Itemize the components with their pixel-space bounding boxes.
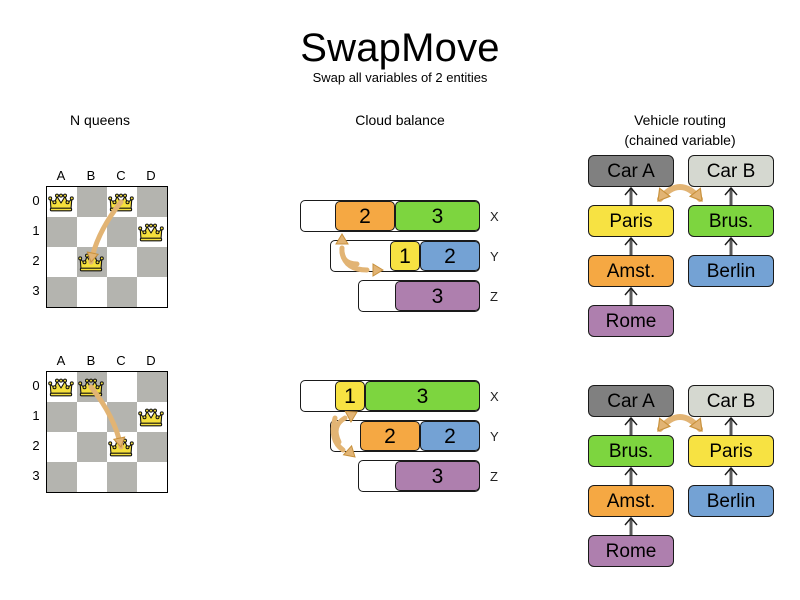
vrp-heading-line1: Vehicle routing [634, 112, 726, 128]
process-block[interactable]: 2 [360, 421, 420, 451]
chessboard[interactable] [46, 371, 168, 493]
visit-node[interactable]: Amst. [588, 255, 674, 287]
process-block[interactable]: 3 [395, 201, 480, 231]
visit-node[interactable]: Rome [588, 535, 674, 567]
visit-node[interactable]: Berlin [688, 255, 774, 287]
visit-node[interactable]: Paris [688, 435, 774, 467]
process-block[interactable]: 3 [395, 281, 480, 311]
section-heading-nqueens: N queens [70, 112, 130, 128]
computer-label-Z: Z [490, 289, 498, 304]
board-square[interactable] [77, 277, 107, 307]
board-square[interactable] [107, 462, 137, 492]
board-row-label-0: 0 [32, 378, 40, 393]
board-square[interactable] [107, 217, 137, 247]
visit-node[interactable]: Berlin [688, 485, 774, 517]
computer-label-X: X [490, 209, 499, 224]
board-square[interactable] [47, 372, 77, 402]
computer-label-Z: Z [490, 469, 498, 484]
computer-label-Y: Y [490, 429, 499, 444]
page-title: SwapMove [300, 26, 500, 70]
visit-node[interactable]: Rome [588, 305, 674, 337]
board-square[interactable] [47, 402, 77, 432]
board-square[interactable] [47, 217, 77, 247]
board-square[interactable] [137, 277, 167, 307]
process-block[interactable]: 2 [420, 241, 480, 271]
computer-label-X: X [490, 389, 499, 404]
board-column-label-C: C [116, 353, 126, 368]
board-column-label-B: B [86, 168, 96, 183]
board-square[interactable] [77, 372, 107, 402]
board-square[interactable] [137, 187, 167, 217]
board-square[interactable] [47, 462, 77, 492]
visit-node[interactable]: Brus. [588, 435, 674, 467]
visit-node[interactable]: Amst. [588, 485, 674, 517]
board-square[interactable] [77, 462, 107, 492]
board-column-label-C: C [116, 168, 126, 183]
process-block[interactable]: 1 [335, 381, 365, 411]
process-block[interactable]: 2 [335, 201, 395, 231]
board-square[interactable] [137, 402, 167, 432]
board-row-label-0: 0 [32, 193, 40, 208]
board-column-label-A: A [56, 168, 66, 183]
vrp-heading-line2: (chained variable) [624, 132, 736, 148]
vehicle-node[interactable]: Car B [688, 155, 774, 187]
board-square[interactable] [107, 402, 137, 432]
chessboard[interactable] [46, 186, 168, 308]
board-square[interactable] [77, 217, 107, 247]
vehicle-node[interactable]: Car B [688, 385, 774, 417]
board-square[interactable] [107, 247, 137, 277]
board-square[interactable] [77, 247, 107, 277]
board-square[interactable] [107, 187, 137, 217]
board-row-label-3: 3 [32, 468, 40, 483]
board-column-label-D: D [146, 168, 156, 183]
vehicle-node[interactable]: Car A [588, 385, 674, 417]
board-square[interactable] [47, 277, 77, 307]
board-square[interactable] [137, 372, 167, 402]
board-square[interactable] [107, 277, 137, 307]
board-square[interactable] [137, 217, 167, 247]
board-square[interactable] [47, 432, 77, 462]
board-row-label-2: 2 [32, 253, 40, 268]
section-heading-cloud-balance: Cloud balance [355, 112, 445, 128]
board-square[interactable] [107, 432, 137, 462]
board-square[interactable] [47, 187, 77, 217]
board-row-label-1: 1 [32, 223, 40, 238]
board-square[interactable] [77, 402, 107, 432]
board-square[interactable] [107, 372, 137, 402]
process-block[interactable]: 3 [365, 381, 480, 411]
vehicle-node[interactable]: Car A [588, 155, 674, 187]
board-square[interactable] [77, 432, 107, 462]
board-row-label-3: 3 [32, 283, 40, 298]
board-column-label-A: A [56, 353, 66, 368]
visit-node[interactable]: Paris [588, 205, 674, 237]
board-column-label-D: D [146, 353, 156, 368]
computer-label-Y: Y [490, 249, 499, 264]
nqueens-board-before: A B C D 0 1 2 3 [20, 168, 190, 328]
board-square[interactable] [47, 247, 77, 277]
process-block[interactable]: 3 [395, 461, 480, 491]
nqueens-board-after: A B C D 0 1 2 3 [20, 353, 190, 513]
board-row-label-1: 1 [32, 408, 40, 423]
section-heading-vehicle-routing: Vehicle routing (chained variable) [580, 110, 780, 150]
board-row-label-2: 2 [32, 438, 40, 453]
board-square[interactable] [137, 247, 167, 277]
process-block[interactable]: 2 [420, 421, 480, 451]
board-column-label-B: B [86, 353, 96, 368]
board-square[interactable] [77, 187, 107, 217]
board-square[interactable] [137, 432, 167, 462]
visit-node[interactable]: Brus. [688, 205, 774, 237]
page-subtitle: Swap all variables of 2 entities [312, 70, 488, 85]
board-square[interactable] [137, 462, 167, 492]
process-block[interactable]: 1 [390, 241, 420, 271]
